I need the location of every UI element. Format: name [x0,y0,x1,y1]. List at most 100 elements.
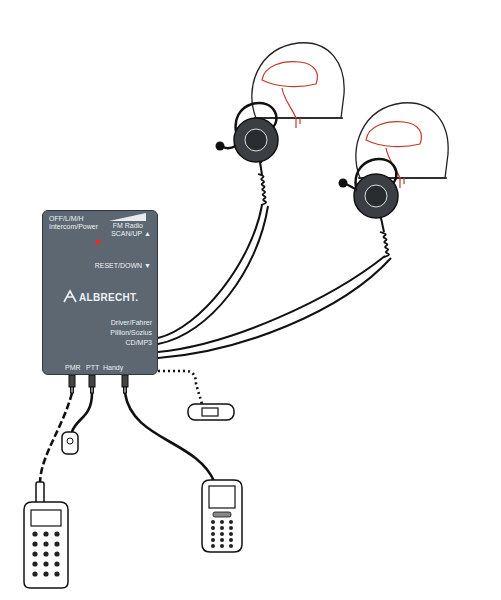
helmet-visor [262,62,317,87]
logo-mark [64,291,76,302]
helmet-visor [262,62,317,128]
headset-cable [158,206,268,344]
key [43,571,48,576]
switch-label: OFF/L/M/H [49,215,84,223]
key [229,520,233,524]
intercom-unit: OFF/L/M/HIntercom/Power FM RadioSCAN/UP ▲… [42,210,158,375]
key [54,531,59,536]
headset [346,184,357,190]
key [32,541,37,546]
headset-cable [158,256,385,352]
helmet [252,43,344,118]
device-cable [158,371,202,404]
key [43,551,48,556]
mp3-player [202,408,218,416]
helmet-visor [299,118,300,124]
key [211,520,215,524]
headset [339,159,399,232]
helmet [254,117,343,118]
key [229,544,233,548]
key [211,526,215,530]
jack-plug [91,387,94,393]
mp3-player [188,404,234,420]
socket-label: Driver/Fahrer [111,319,152,327]
device-cable [40,371,214,484]
headset [234,118,278,162]
key [229,526,233,530]
key [32,551,37,556]
jack-plug [69,375,75,387]
jack-plug [124,387,127,393]
headset [245,129,267,151]
headset [216,103,279,175]
key [220,538,224,542]
mobile-phone [213,512,231,517]
helmet-visor [403,178,404,184]
ptt-button [67,438,73,444]
jack-plug [89,375,95,387]
key [220,544,224,548]
headset [381,218,384,232]
pmr-radio [24,502,68,588]
switch-label: Intercom/Power [49,223,98,231]
key [54,551,59,556]
jack-label: PTT [86,364,99,372]
key [43,541,48,546]
coiled-cable [258,174,389,257]
key [54,571,59,576]
jack-plug [71,387,74,393]
helmet [356,103,448,178]
key [220,526,224,530]
key [211,538,215,542]
helmet [356,103,448,178]
key [32,571,37,576]
mobile-phone [202,480,242,552]
device-cable [72,393,92,432]
pmr-radio [24,482,68,588]
headset-cable [158,205,262,338]
mobile-phone [202,480,242,552]
mp3-player [188,404,234,420]
coiled-cable [258,174,266,205]
helmet-visor [366,122,421,147]
headset [260,162,262,175]
helmet [252,43,344,118]
headset [354,174,398,218]
coiled-cable [380,232,389,257]
headset-cable [158,205,391,358]
radio-label: FM Radio [113,222,143,230]
jack-label: Handy [103,364,123,372]
key [211,544,215,548]
headset-cable [158,258,391,358]
jack-plug [69,375,128,393]
pmr-radio [31,510,61,526]
volume-wedge [109,213,146,221]
headset [339,179,348,188]
button-label: RESET/DOWN ▼ [95,262,151,270]
key [43,531,48,536]
headset [365,185,387,207]
helmet-visor [282,88,296,128]
ptt-button [62,432,78,454]
key [32,531,37,536]
brand-logo: ALBRECHT. [79,292,138,303]
socket-label: Pillion/Sozius [110,329,152,337]
headset [216,142,225,151]
key [54,541,59,546]
headset [223,146,236,148]
jack-label: PMR [65,364,81,372]
jack-plug [122,375,128,387]
key [220,520,224,524]
key [54,561,59,566]
key [211,532,215,536]
status-led [95,239,100,244]
ptt-button [62,432,78,454]
key [43,561,48,566]
key [220,532,224,536]
key [229,532,233,536]
button-label: SCAN/UP ▲ [111,230,151,238]
socket-label: CD/MP3 [126,339,152,347]
key [229,538,233,542]
pmr-radio [36,482,44,504]
mobile-phone [209,486,235,508]
